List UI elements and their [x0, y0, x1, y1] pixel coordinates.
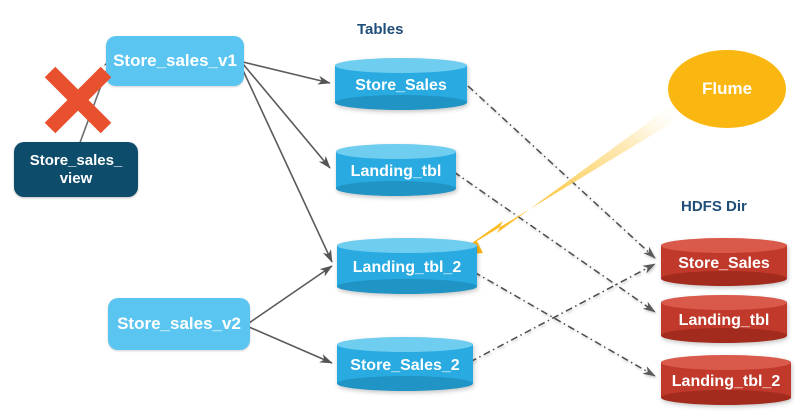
- edge-v2-to-store-sales-2: [248, 326, 333, 364]
- cylinder-table-landing-tbl-2[interactable]: Landing_tbl_2: [337, 238, 477, 294]
- blocked-x-icon: [44, 66, 112, 134]
- cylinder-bottom: [337, 279, 477, 294]
- cylinder-label: Landing_tbl: [350, 163, 442, 180]
- cylinder-hdfs-landing-tbl-2[interactable]: Landing_tbl_2: [661, 355, 791, 405]
- edge-flume-to-landing-tbl-2: [455, 105, 680, 255]
- edge-store-sales-to-hdfs: [467, 85, 656, 259]
- edge-v1-to-landing-tbl: [242, 63, 331, 169]
- cylinder-bottom: [661, 390, 791, 405]
- cylinder-label: Store_Sales: [355, 77, 447, 94]
- cylinder-bottom: [661, 271, 787, 286]
- cylinder-table-store-sales-2[interactable]: Store_Sales_2: [337, 337, 473, 391]
- cylinder-hdfs-store-sales[interactable]: Store_Sales: [661, 238, 787, 286]
- cylinder-top: [661, 355, 791, 370]
- cylinder-bottom: [661, 328, 787, 343]
- edge-v2-to-landing-tbl-2: [248, 265, 333, 324]
- cylinder-top: [661, 295, 787, 310]
- cylinder-label: Landing_tbl_2: [671, 373, 781, 390]
- cylinder-top: [337, 238, 477, 253]
- node-store-sales-v1[interactable]: Store_sales_v1: [106, 36, 244, 86]
- caption-hdfs-dir: HDFS Dir: [681, 198, 747, 215]
- cylinder-bottom: [335, 95, 467, 110]
- edge-v1-to-store-sales: [242, 61, 331, 85]
- cylinder-bottom: [336, 181, 456, 196]
- edge-v1-to-landing-tbl-2: [240, 65, 333, 263]
- cylinder-table-store-sales[interactable]: Store_Sales: [335, 58, 467, 110]
- cylinder-top: [337, 337, 473, 352]
- cylinder-bottom: [337, 376, 473, 391]
- cylinder-top: [335, 58, 467, 73]
- edge-store-sales-2-to-hdfs: [469, 263, 656, 363]
- cylinder-label: Landing_tbl: [678, 312, 770, 329]
- node-store-sales-view-label: Store_sales_ view: [29, 152, 123, 187]
- cylinder-label: Store_Sales_2: [350, 357, 460, 374]
- cylinder-table-landing-tbl[interactable]: Landing_tbl: [336, 144, 456, 196]
- node-store-sales-view[interactable]: Store_sales_ view: [14, 142, 138, 197]
- cylinder-label: Landing_tbl_2: [352, 259, 462, 276]
- cylinder-hdfs-landing-tbl[interactable]: Landing_tbl: [661, 295, 787, 343]
- node-flume[interactable]: Flume: [668, 50, 786, 128]
- cylinder-label: Store_Sales: [678, 255, 770, 272]
- cylinder-top: [336, 144, 456, 159]
- node-store-sales-v2[interactable]: Store_sales_v2: [108, 298, 250, 350]
- edge-landing-tbl-to-hdfs: [453, 171, 656, 313]
- edge-landing-tbl-2-to-hdfs: [473, 271, 656, 377]
- cylinder-top: [661, 238, 787, 253]
- caption-tables: Tables: [357, 21, 404, 38]
